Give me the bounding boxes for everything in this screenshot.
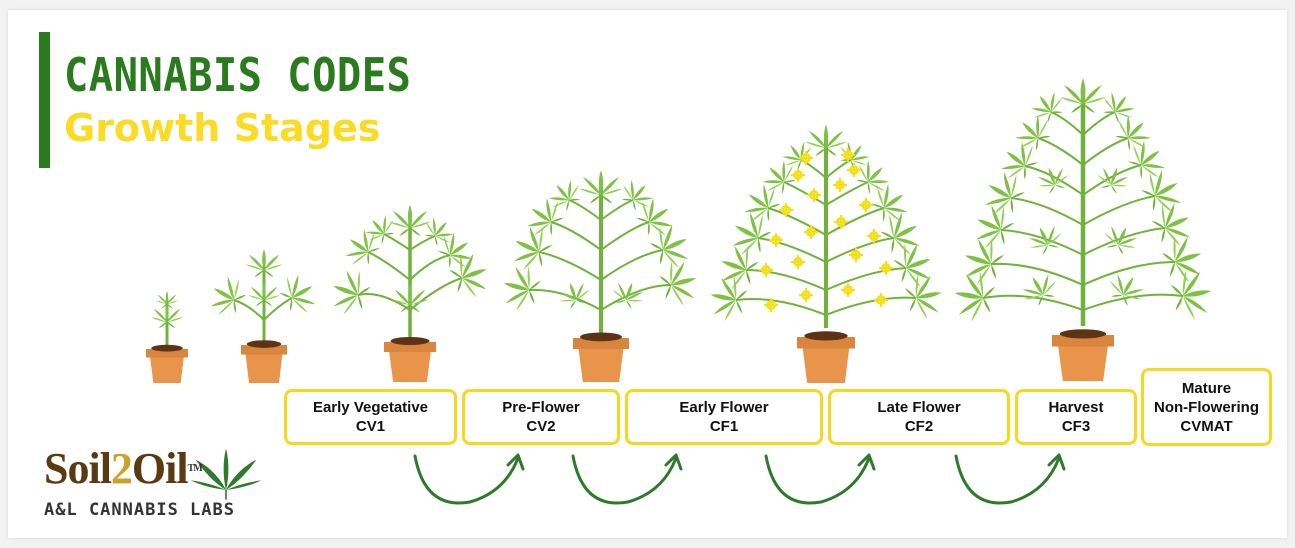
- stage-name-line2: Non-Flowering: [1154, 398, 1259, 416]
- stage-harvest: Harvest CF3: [1015, 389, 1137, 445]
- arrow-2: [571, 454, 678, 505]
- stage-late-flower: Late Flower CF2: [828, 389, 1010, 445]
- logo-soil: Soil: [44, 444, 112, 493]
- stage-early-flower: Early Flower CF1: [625, 389, 823, 445]
- logo-wordmark: Soil2OilTM: [44, 444, 203, 494]
- plant-early-vegetative: [325, 204, 495, 382]
- logo-subtitle: A&L CANNABIS LABS: [44, 500, 235, 520]
- plant-seedling: [146, 291, 188, 383]
- plant-young: [203, 249, 323, 383]
- title-accent-bar: [39, 32, 50, 168]
- stage-name: Pre-Flower: [502, 399, 580, 416]
- page-subtitle: Growth Stages: [64, 106, 381, 150]
- arrow-1: [413, 454, 520, 505]
- stage-name: Early Flower: [679, 399, 769, 416]
- logo-trademark: TM: [187, 463, 203, 474]
- cannabis-leaf-icon: [190, 448, 262, 500]
- stage-pre-flower: Pre-Flower CV2: [462, 389, 620, 445]
- stage-code: CVMAT: [1180, 417, 1233, 435]
- arrow-3: [764, 454, 871, 505]
- stage-name-line1: Mature: [1181, 379, 1232, 397]
- stage-name: Early Vegetative: [312, 399, 429, 416]
- plant-mature: [950, 78, 1216, 381]
- stage-code: CF3: [1061, 418, 1091, 435]
- stage-code: CV1: [355, 418, 386, 435]
- plant-flowering: [705, 124, 947, 383]
- stage-name: Harvest: [1048, 399, 1104, 416]
- stage-name: Late Flower: [877, 399, 961, 416]
- infographic-card: [8, 10, 1287, 538]
- stage-early-vegetative: Early Vegetative CV1: [284, 389, 457, 445]
- logo-two: 2: [110, 444, 133, 493]
- stage-mature-non-flowering: Mature Non-Flowering CVMAT: [1141, 368, 1272, 446]
- stage-code: CF1: [709, 418, 739, 435]
- plant-pre-flower: [497, 170, 703, 382]
- arrow-4: [954, 454, 1061, 505]
- stage-code: CF2: [904, 418, 934, 435]
- logo-oil: Oil: [131, 444, 189, 493]
- page-title: CANNABIS CODES: [64, 48, 412, 102]
- stage-code: CV2: [526, 418, 556, 435]
